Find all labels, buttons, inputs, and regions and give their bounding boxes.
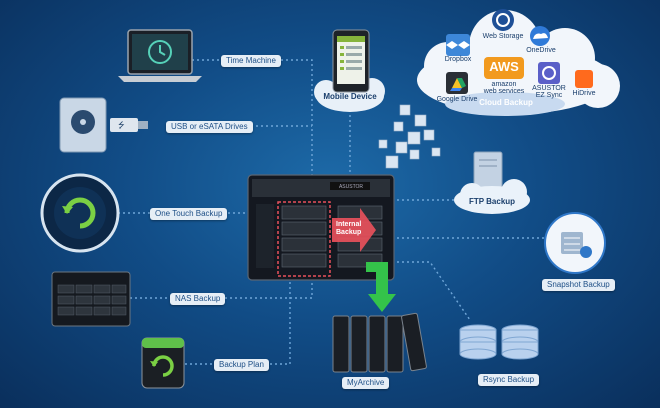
data-cubes-decoration: [378, 104, 441, 169]
asustor-line2: EZ Sync: [535, 92, 563, 99]
snapshot-backup-label: Snapshot Backup: [542, 279, 615, 291]
external-drive-icon: ⭍: [59, 97, 148, 153]
ftp-server-icon: [454, 151, 530, 214]
mobile-device-label: Mobile Device: [323, 92, 377, 101]
internal-backup-line2: Backup: [336, 229, 362, 236]
internal-backup-arrow: [332, 208, 376, 252]
one-touch-backup-label: One Touch Backup: [150, 208, 228, 220]
mobile-device-icon: [314, 29, 385, 112]
nas-brand-text: ASUSTOR: [338, 184, 364, 190]
aws-icon: [484, 57, 524, 79]
google-drive-label: Google Drive: [436, 96, 478, 103]
central-nas-device: [247, 174, 395, 281]
web-storage-icon: [492, 9, 514, 31]
usb-drives-label: USB or eSATA Drives: [166, 121, 253, 133]
laptop-icon: [118, 29, 202, 82]
hidrive-label: HiDrive: [572, 90, 596, 97]
web-storage-label: Web Storage: [482, 33, 524, 40]
aws-line1: amazon: [491, 81, 517, 88]
aws-logo-text: AWS: [489, 59, 519, 74]
cloud-backup-label: Cloud Backup: [479, 98, 533, 107]
myarchive-drives-icon: [332, 312, 427, 373]
backup-plan-drive-icon: [141, 337, 185, 389]
dropbox-label: Dropbox: [444, 56, 472, 63]
ftp-backup-label: FTP Backup: [468, 197, 516, 206]
asustor-line1: ASUSTOR: [532, 85, 566, 92]
asustor-ez-sync-icon: [538, 62, 560, 84]
myarchive-arrow: [366, 262, 396, 312]
svg-text:⭍: ⭍: [118, 121, 125, 130]
aws-line2: web services: [483, 88, 525, 95]
myarchive-label: MyArchive: [342, 377, 390, 389]
rsync-backup-label: Rsync Backup: [478, 374, 540, 386]
rsync-database-icon: [459, 324, 539, 360]
nas-backup-device-icon: [51, 271, 131, 327]
snapshot-icon: [544, 212, 606, 274]
cloud-service-icons: [446, 9, 593, 94]
hidrive-icon: [575, 70, 593, 88]
onedrive-label: OneDrive: [526, 47, 556, 54]
internal-backup-line1: Internal: [336, 221, 362, 228]
backup-plan-label: Backup Plan: [214, 359, 269, 371]
one-touch-backup-icon: [40, 173, 120, 253]
time-machine-label: Time Machine: [221, 55, 281, 67]
nas-backup-label: NAS Backup: [170, 293, 226, 305]
